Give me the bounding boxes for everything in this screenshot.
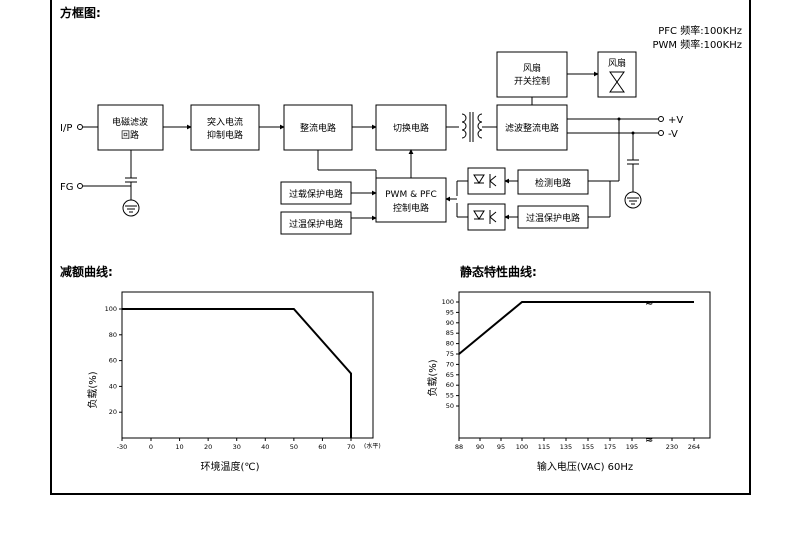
derating-y-tick-label: 40 [109,382,117,390]
derating-x-tick-label: 40 [261,443,269,451]
axis-break-top-icon: ≈ [645,298,653,309]
derating-x-tick-label: 20 [204,443,212,451]
static-x-tick-label: 100 [516,443,528,451]
static-y-tick-label: 70 [446,360,454,368]
vplus-label: +V [668,115,683,126]
emi-filter-block [97,104,164,151]
derating-curve-title: 减额曲线: [60,264,113,279]
static-chart: 88 90 95 100 115 135 155 175 195 230 264 100 95 90 85… [426,291,711,473]
derating-ylabel: 负载(%) [86,371,99,408]
vminus-terminal [658,130,664,136]
derating-xlabel: 环境温度(℃) [200,460,259,473]
inrush-label-1: 突入电流 [207,116,243,128]
detection-block [517,169,589,195]
static-y-tick-label: 50 [446,402,454,410]
derating-x-tick-label: 50 [290,443,298,451]
derating-x-tick-label: 70 [347,443,355,451]
derating-x-tick-label: 60 [318,443,326,451]
derating-x-tick-label: 30 [233,443,241,451]
static-y-tick-label: 65 [446,371,454,379]
static-x-tick-label: 264 [688,443,700,451]
output-rectifier-label: 滤波整流电路 [505,122,559,134]
pfc-frequency: PFC 频率:100KHz [658,24,742,37]
otp-left-block [280,211,352,235]
emi-filter-label-1: 电磁滤波 [112,116,148,128]
static-x-tick-label: 175 [604,443,616,451]
pwm-pfc-label-2: 控制电路 [393,202,429,214]
pwm-frequency: PWM 频率:100KHz [652,38,742,51]
otp-left-label: 过温保护电路 [289,218,343,230]
static-y-tick-label: 85 [446,329,454,337]
transformer-icon [461,112,483,142]
static-y-tick-label: 95 [446,308,454,316]
static-y-tick-label: 90 [446,319,454,327]
static-x-tick-label: 230 [666,443,678,451]
otp-label: 过温保护电路 [526,212,580,224]
static-x-tick-label: 195 [626,443,638,451]
fg-terminal [77,183,83,189]
derating-x-tick-label: 10 [175,443,183,451]
static-y-tick-label: 75 [446,350,454,358]
derating-series-line [122,308,352,438]
ip-terminal-label: I/P [60,123,72,134]
olp-label: 过载保护电路 [289,188,343,200]
detection-label: 检测电路 [535,177,571,189]
derating-y-tick-label: 60 [109,357,117,365]
fan-control-block [496,51,568,98]
static-y-tick-label: 55 [446,392,454,400]
derating-y-tick-label: 80 [109,331,117,339]
block-diagram-title: 方框图: [60,5,101,20]
static-x-tick-label: 115 [538,443,550,451]
static-x-tick-label: 90 [476,443,484,451]
outer-frame [50,0,751,495]
fan-control-label-2: 开关控制 [514,75,550,87]
ip-terminal [77,124,83,130]
static-ylabel: 负载(%) [426,359,439,396]
earth-ground-icon [122,199,140,217]
output-rectifier-block [496,104,568,151]
fan-block [597,51,637,98]
static-y-tick-label: 80 [446,340,454,348]
static-curve-title: 静态特性曲线: [460,264,537,279]
fan-icon [609,71,625,93]
static-y-tick-label: 100 [442,298,454,306]
static-y-tick-label: 60 [446,381,454,389]
static-xlabel: 输入电压(VAC) 60Hz [537,460,633,473]
derating-y-tick-label: 20 [109,408,117,416]
optocoupler-bottom-icon [467,203,506,231]
static-x-tick-label: 135 [560,443,572,451]
derating-unit-note: (水平) [364,442,381,450]
fan-label: 风扇 [608,57,626,69]
derating-chart: -30 0 10 20 30 40 50 60 70 100 80 60 40 20 (水平) 环境温度… [86,291,381,473]
derating-x-tick-label: 0 [149,443,153,451]
vminus-label: -V [668,129,678,140]
inrush-current-block [190,104,260,151]
derating-x-tick-label: -30 [117,443,128,451]
static-x-tick-label: 155 [582,443,594,451]
rectifier-block [283,104,353,151]
fan-control-label-1: 风扇 [523,62,541,74]
rectifier-label: 整流电路 [300,122,336,134]
vplus-terminal [658,116,664,122]
output-ground-icon [624,191,642,209]
fg-terminal-label: FG [60,182,74,193]
derating-y-tick-label: 100 [105,305,117,313]
static-series-line [458,301,694,355]
optocoupler-top-icon [467,167,506,195]
static-x-tick-label: 95 [497,443,505,451]
inrush-label-2: 抑制电路 [207,129,243,141]
emi-filter-label-2: 回路 [121,129,139,141]
pwm-pfc-block [375,177,447,223]
switching-label: 切换电路 [393,122,429,134]
axis-break-bottom-icon: ≈ [645,435,653,446]
static-x-tick-label: 88 [455,443,463,451]
pwm-pfc-label-1: PWM & PFC [385,190,437,200]
